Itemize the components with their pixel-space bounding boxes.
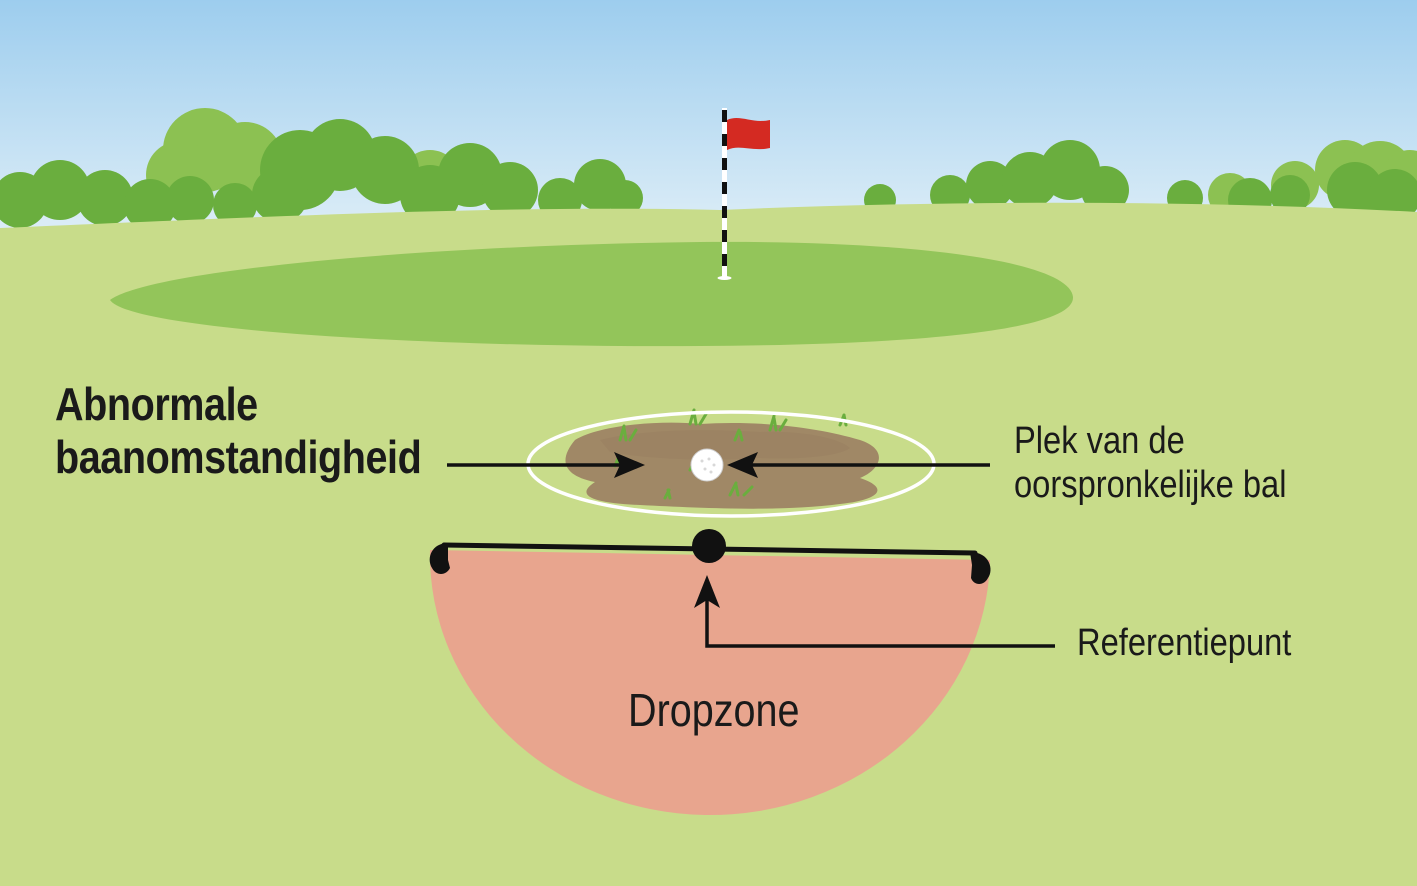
putting-green bbox=[110, 241, 1074, 347]
flag bbox=[727, 118, 770, 150]
label-abnormal-line-2: baanomstandigheid bbox=[55, 430, 422, 483]
label-abnormal-line-1: Abnormale bbox=[55, 378, 258, 430]
flag-pole bbox=[717, 108, 732, 280]
label-original-line-1: Plek van de bbox=[1014, 420, 1185, 462]
reference-line-right-end bbox=[970, 552, 991, 584]
label-abnormal-condition: Abnormale baanomstandigheid bbox=[55, 378, 422, 484]
label-reference-point: Referentiepunt bbox=[1077, 622, 1292, 664]
dropzone-area bbox=[429, 550, 991, 816]
label-original-ball: Plek van de oorspronkelijke bal bbox=[1014, 420, 1286, 507]
arrow-original-ball bbox=[727, 452, 990, 478]
reference-point-dot bbox=[692, 529, 726, 563]
label-original-line-2: oorspronkelijke bal bbox=[1014, 463, 1287, 506]
golf-ball bbox=[690, 448, 724, 482]
reference-line-left-end bbox=[429, 543, 450, 574]
label-dropzone: Dropzone bbox=[628, 684, 800, 736]
arrow-abnormal bbox=[447, 452, 645, 478]
arrow-reference-point bbox=[694, 575, 1055, 648]
tree-line-front bbox=[0, 119, 1417, 231]
